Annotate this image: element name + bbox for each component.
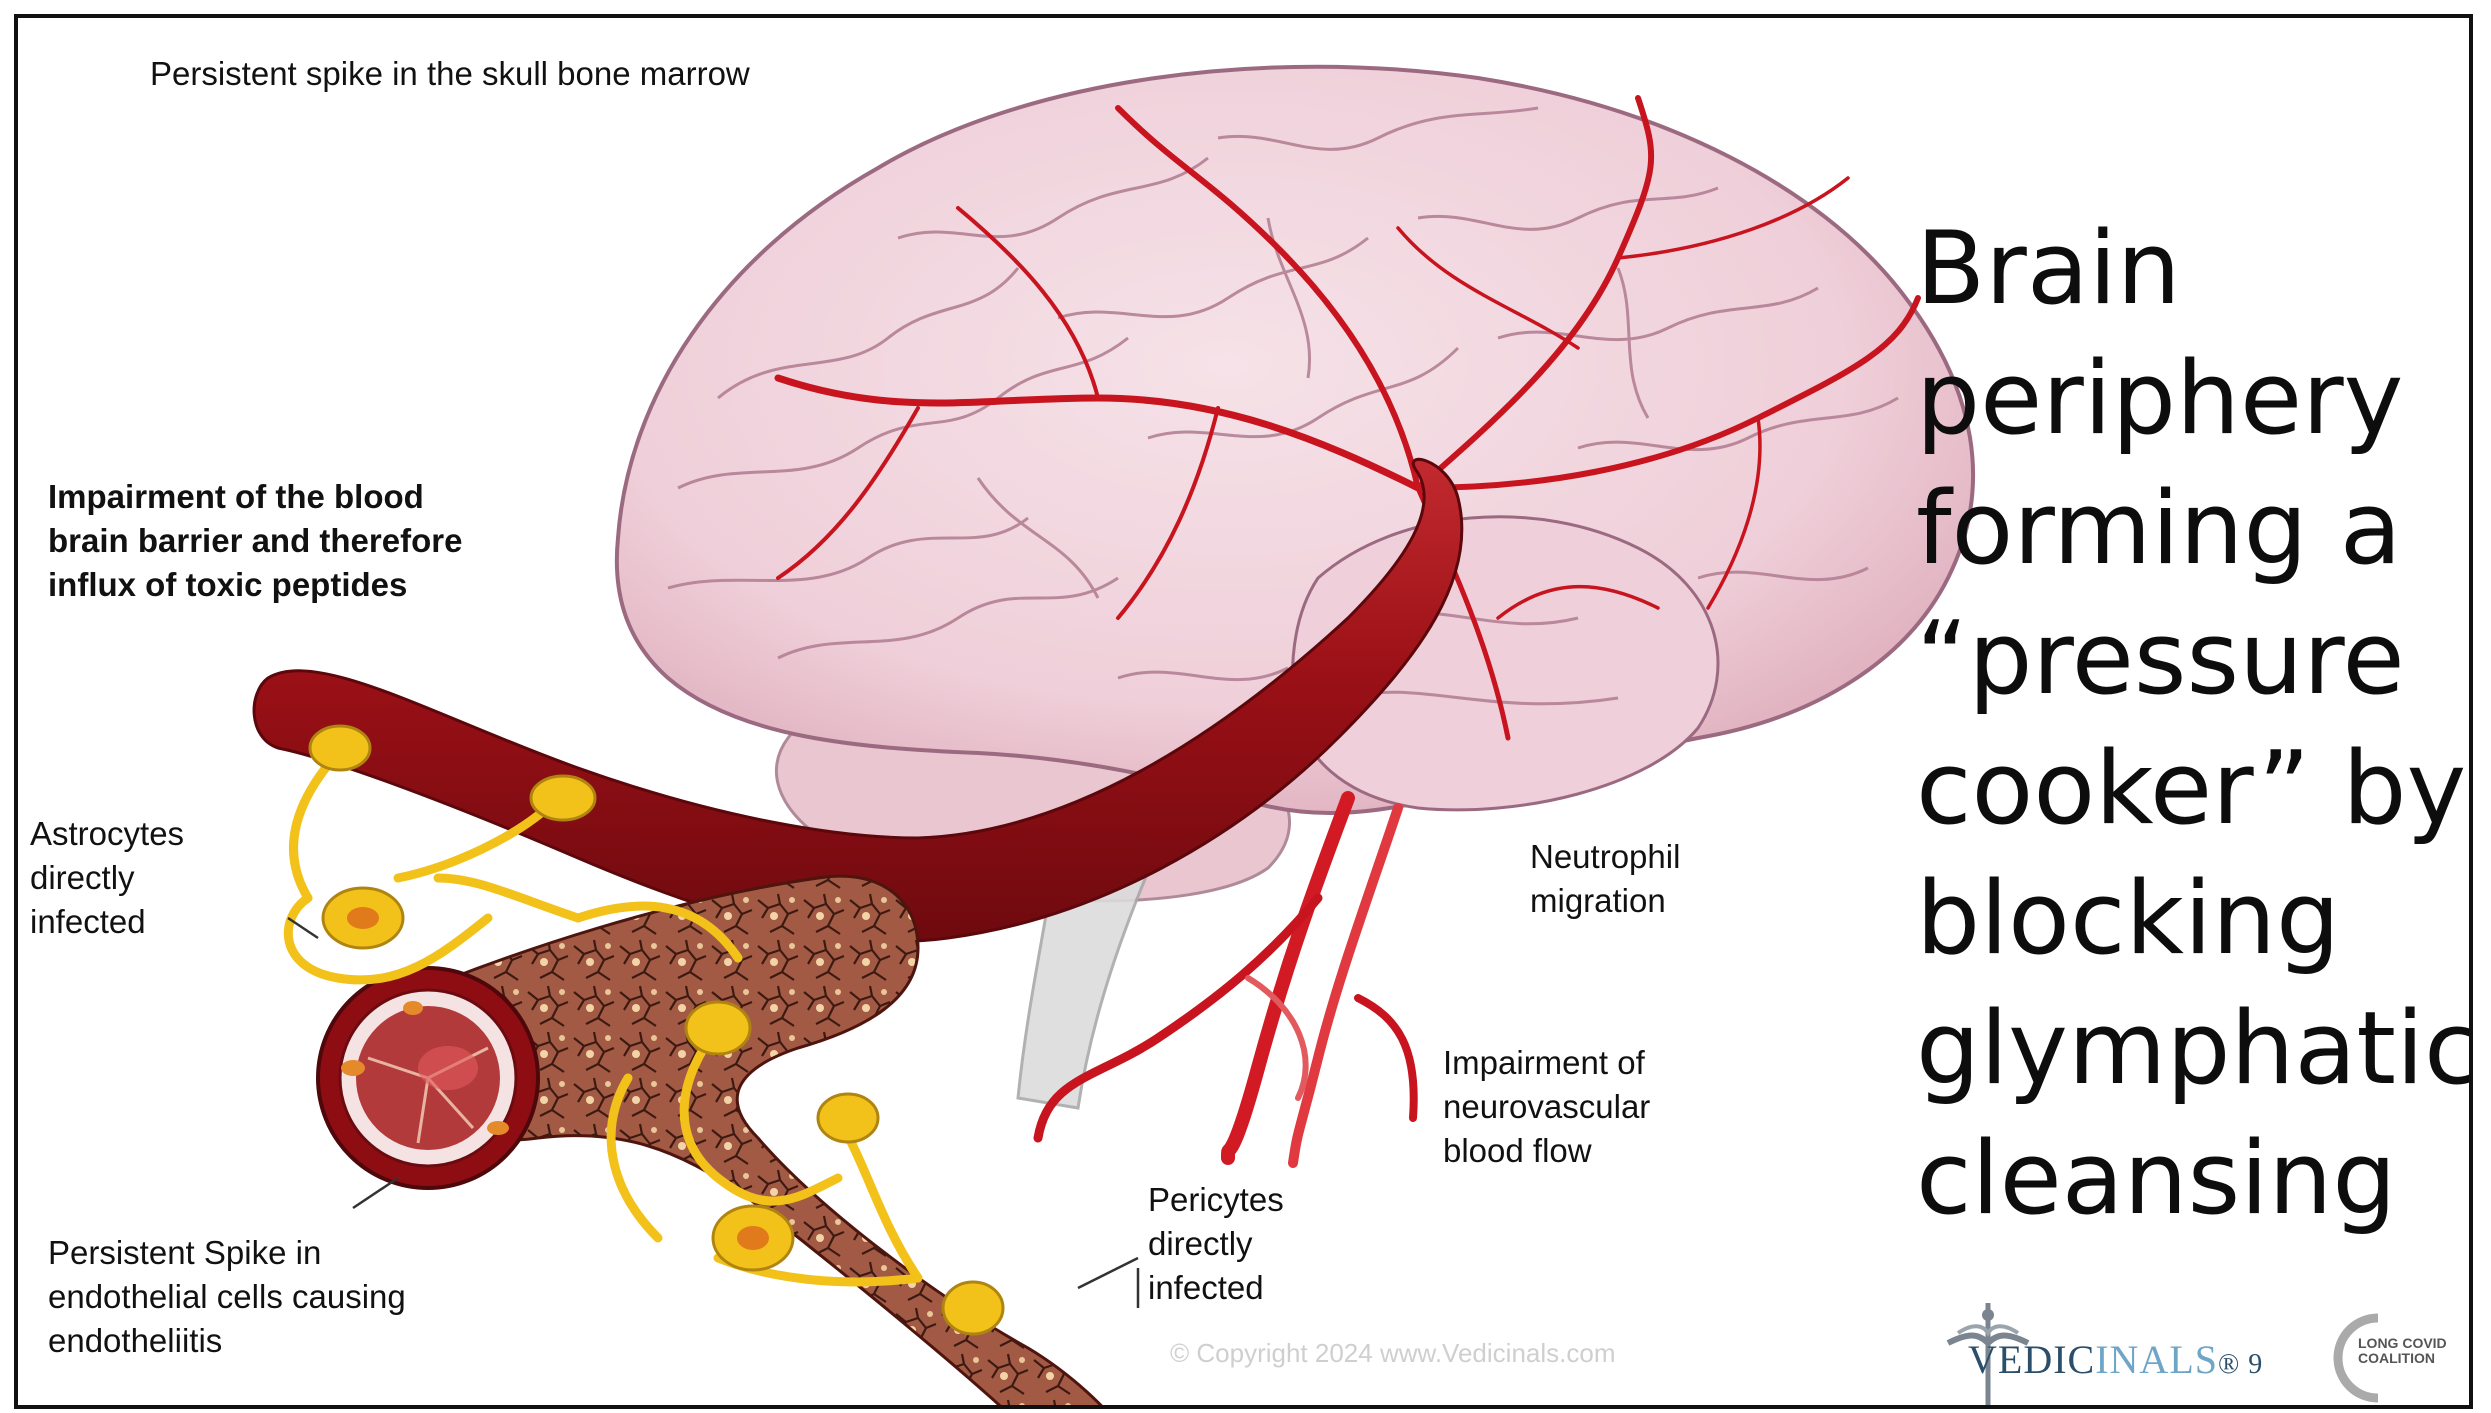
label-skull-marrow: Persistent spike in the skull bone marro… [150,52,750,96]
label-neutrophil: Neutrophil migration [1530,835,1680,923]
label-blood-brain-barrier: Impairment of the blood brain barrier an… [48,475,462,607]
headline-line: blocking [1916,853,2473,983]
label-neurovascular: Impairment of neurovascular blood flow [1443,1041,1650,1173]
label-pericytes: Pericytes directly infected [1148,1178,1284,1310]
headline-line: periphery [1916,333,2473,463]
headline-line: cooker” by [1916,723,2473,853]
label-endothelial: Persistent Spike in endothelial cells ca… [48,1231,406,1363]
diagram-frame: Persistent spike in the skull bone marro… [14,14,2473,1409]
headline-line: “pressure [1916,593,2473,723]
vedicinals-logo-text: VEDICINALS® 9 [1968,1336,2263,1383]
headline-line: glymphatic [1916,983,2473,1113]
headline: Brain periphery forming a “pressure cook… [1916,203,2473,1243]
coalition-logo-text: LONG COVID COALITION [2358,1336,2468,1366]
headline-line: Brain [1916,203,2473,333]
copyright-watermark: © Copyright 2024 www.Vedicinals.com [1170,1338,1615,1369]
vedicinals-logo-text-b: INALS [2095,1337,2218,1382]
label-astrocytes: Astrocytes directly infected [30,812,184,944]
vedicinals-logo-text-a: VEDIC [1968,1337,2095,1382]
headline-line: forming a [1916,463,2473,593]
vessel-cross-section [318,968,538,1188]
headline-line: cleansing [1916,1113,2473,1243]
vedicinals-logo-text-c: ® 9 [2218,1349,2263,1380]
